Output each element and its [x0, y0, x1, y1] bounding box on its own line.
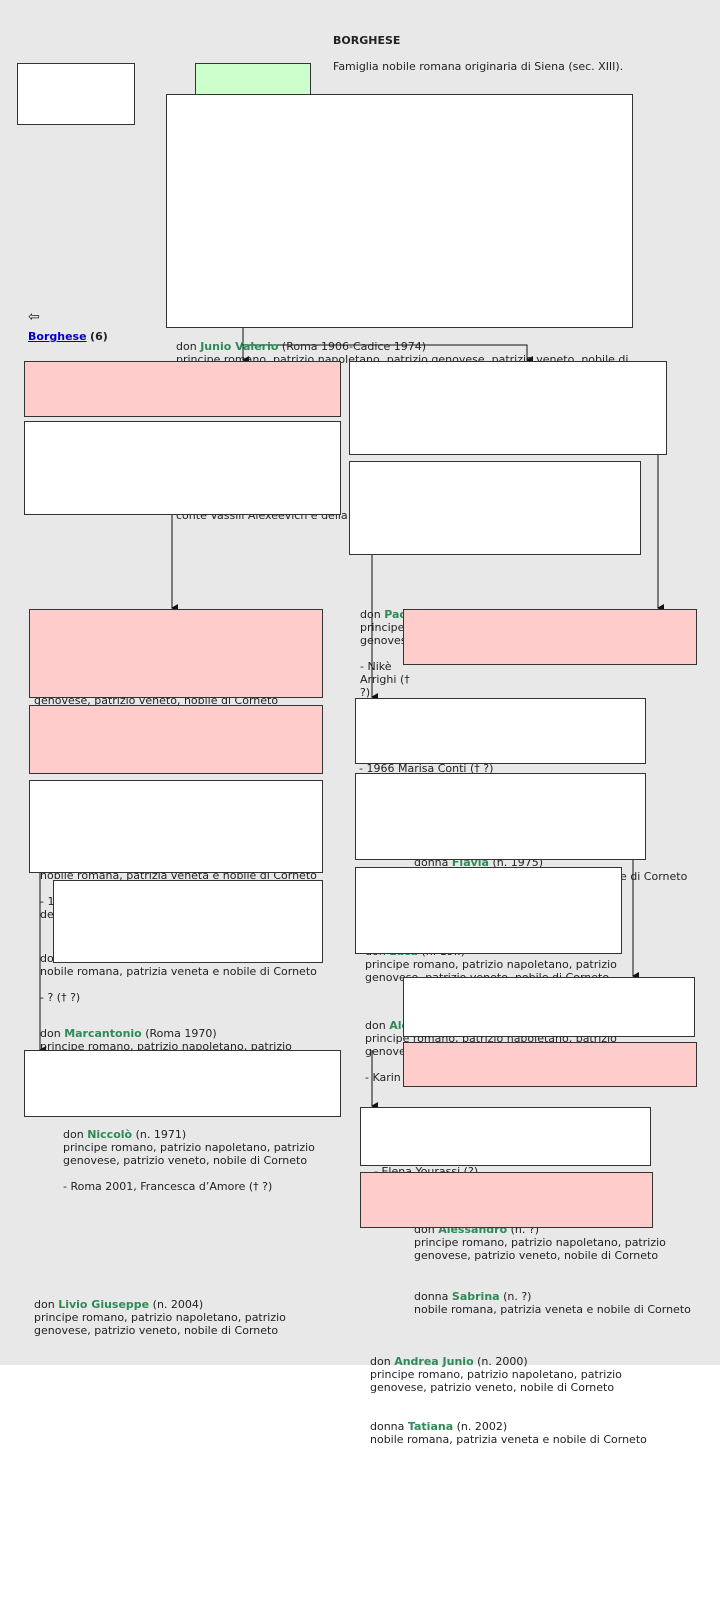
person-paolo[interactable]: don Pao principe genovese - Nikè Arrighi…: [360, 608, 414, 699]
person-andrea-junio[interactable]: don Andrea Junio (n. 2000) principe roma…: [370, 1355, 622, 1394]
blank-box: [355, 773, 646, 860]
pink-box: [29, 705, 323, 774]
pink-box: [360, 1172, 653, 1228]
blank-box: [24, 421, 341, 515]
breadcrumb: Borghese (6): [28, 330, 108, 343]
blank-box: [403, 977, 695, 1037]
flavia-tail: e di Corneto: [620, 870, 688, 883]
person-livio-giuseppe[interactable]: don Livio Giuseppe (n. 2004) principe ro…: [34, 1298, 286, 1337]
person-niccolo[interactable]: don Niccolò (n. 1971) principe romano, p…: [63, 1128, 315, 1193]
pink-box: [403, 609, 697, 665]
blank-box: [24, 1050, 341, 1117]
family-title: BORGHESE: [333, 34, 401, 47]
blank-box: [349, 461, 641, 555]
back-arrow-icon[interactable]: ⇦: [28, 309, 40, 325]
pink-box: [24, 361, 341, 417]
pink-box: [29, 609, 323, 698]
blank-box: [29, 780, 323, 873]
marisa-spouse: - 1966 Marisa Conti († ?): [359, 762, 494, 775]
person-marcantonio[interactable]: don Marcantonio (Roma 1970) principe rom…: [40, 1027, 292, 1053]
family-subtitle: Famiglia nobile romana originaria di Sie…: [333, 60, 624, 73]
person-alessandro-2[interactable]: don Alessandro (n. ?) principe romano, p…: [414, 1223, 666, 1262]
person-sabrina[interactable]: donna Sabrina (n. ?) nobile romana, patr…: [414, 1290, 691, 1316]
blank-box: [355, 698, 646, 764]
connector-line: [243, 344, 533, 364]
green-tab-box: [195, 63, 311, 96]
person-tatiana[interactable]: donna Tatiana (n. 2002) nobile romana, p…: [370, 1420, 647, 1446]
pink-box: [403, 1042, 697, 1087]
large-blank-panel: [166, 94, 633, 328]
person-left3[interactable]: do nobile romana, patrizia veneta e nobi…: [40, 952, 317, 1004]
blank-box: [360, 1107, 651, 1166]
blank-box: [349, 361, 667, 455]
blank-box: [355, 867, 622, 954]
borghese-link[interactable]: Borghese: [28, 330, 87, 343]
blank-box: [53, 880, 323, 963]
count-label: (6): [90, 330, 108, 343]
blank-box: [17, 63, 135, 125]
